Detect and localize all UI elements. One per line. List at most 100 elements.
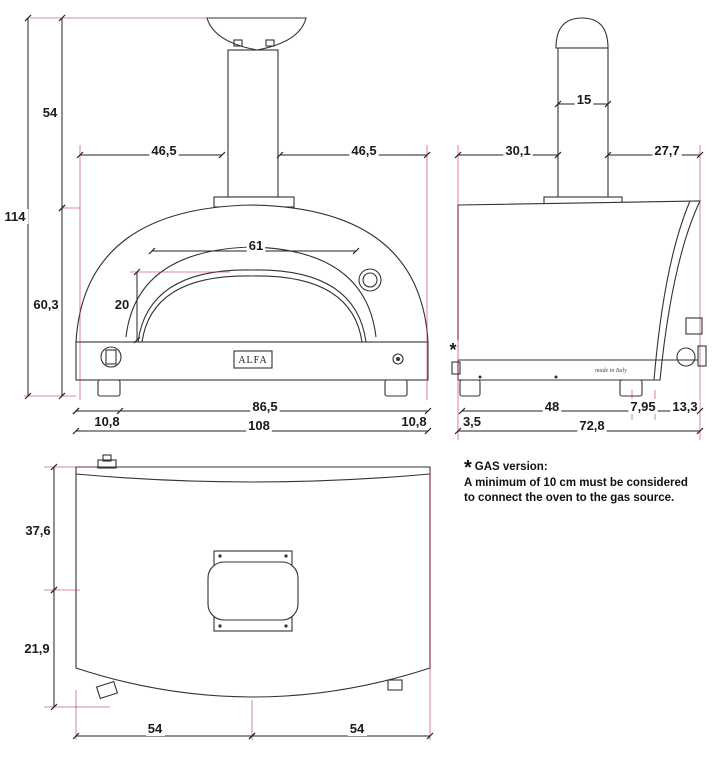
- top-plate-screw-1: [218, 554, 222, 558]
- front-cap-bolt-left: [233, 39, 243, 47]
- dim-label-bg: [22, 641, 52, 656]
- dim-label-bg: [145, 721, 165, 736]
- dim-label-bg: [460, 414, 484, 429]
- dim-tick: [218, 151, 226, 159]
- top-view: 37,6 21,9 54 54: [22, 454, 431, 740]
- side-made-in-label: made in Italy: [595, 368, 627, 374]
- label-inner-width: 86,5: [252, 399, 277, 414]
- dim-tick: [352, 247, 360, 255]
- note-line-1: A minimum of 10 cm must be considered: [464, 477, 688, 489]
- dim-label-bg: [2, 209, 29, 224]
- top-ignition: [387, 679, 403, 691]
- front-chimney-cap: [206, 17, 307, 51]
- front-ignition-dot: [396, 357, 400, 361]
- label-left-to-chimney: 46,5: [151, 143, 176, 158]
- dim-label-bg: [542, 399, 562, 414]
- side-screw-1: [478, 375, 482, 379]
- dim-label-bg: [628, 399, 658, 414]
- gas-version-note: *GAS version: A minimum of 10 cm must be…: [464, 457, 714, 506]
- dim-tick: [423, 151, 431, 159]
- dim-tick: [604, 100, 612, 108]
- label-front-projection: 13,3: [672, 399, 697, 414]
- dim-tick: [24, 392, 32, 400]
- label-right-to-chimney: 46,5: [351, 143, 376, 158]
- front-ignition-button: [392, 353, 404, 365]
- dim-tick: [696, 407, 704, 415]
- dim-tick: [604, 151, 612, 159]
- front-leg-left: [97, 379, 121, 397]
- dim-tick: [50, 586, 58, 594]
- dim-label-bg: [246, 238, 266, 253]
- top-back-curve: [75, 473, 431, 483]
- label-front-to-chimney: 27,7: [654, 143, 679, 158]
- top-knob: [95, 680, 119, 700]
- label-chimney-diameter: 15: [577, 92, 591, 107]
- label-total-depth: 72,8: [579, 418, 604, 433]
- dim-label-bg: [347, 721, 367, 736]
- dim-label-bg: [112, 297, 132, 312]
- front-cap-bolt-right: [265, 39, 275, 47]
- dim-label-bg: [652, 143, 682, 158]
- dim-tick: [116, 407, 124, 415]
- dim-tick: [50, 463, 58, 471]
- front-view: ALFA 114 54 60,3 20 46,5 46,5 61 86,5 10…: [2, 17, 429, 433]
- dim-tick: [454, 151, 462, 159]
- dim-tick: [276, 151, 284, 159]
- label-back-offset: 3,5: [463, 414, 481, 429]
- top-plate-screw-3: [218, 624, 222, 628]
- dim-tick: [696, 427, 704, 435]
- label-half-left: 54: [148, 721, 163, 736]
- side-gas-knob: [676, 347, 696, 367]
- note-asterisk: *: [464, 457, 472, 479]
- label-base-depth: 48: [545, 399, 559, 414]
- dim-label-bg: [23, 523, 53, 538]
- dim-label-bg: [574, 92, 594, 107]
- dim-label-bg: [92, 414, 122, 429]
- front-knob-handle: [105, 349, 117, 365]
- dim-tick: [58, 392, 66, 400]
- side-body: [457, 200, 701, 381]
- dim-label-bg: [503, 143, 533, 158]
- label-height-body: 60,3: [33, 297, 58, 312]
- label-height-chimney: 54: [43, 105, 58, 120]
- dim-tick: [133, 268, 141, 276]
- side-thermometer: [685, 317, 703, 335]
- dim-tick: [133, 336, 141, 344]
- dim-tick: [248, 732, 256, 740]
- label-depth-front: 21,9: [24, 641, 49, 656]
- dim-label-bg: [399, 414, 429, 429]
- dimension-ticks: [24, 14, 704, 740]
- side-gas-connector: [697, 345, 707, 367]
- side-view: * made in Italy 15 30,1 27,7 48 3,5 7,95…: [447, 17, 707, 440]
- side-chimney-pipe: [557, 47, 609, 199]
- dim-label-bg: [31, 297, 61, 312]
- front-mouth-arch-inner: [141, 275, 363, 343]
- dim-tick: [426, 732, 434, 740]
- dim-tick: [148, 247, 156, 255]
- front-chimney-pipe: [227, 49, 279, 198]
- top-plate-screw-4: [284, 624, 288, 628]
- label-front-leg: 7,95: [630, 399, 655, 414]
- label-leg-right: 10,8: [401, 414, 426, 429]
- side-front-curve: [653, 200, 691, 381]
- side-chimney-cap: [555, 17, 609, 49]
- dim-tick: [424, 427, 432, 435]
- top-gas-fitting: [97, 459, 117, 469]
- dim-tick: [454, 427, 462, 435]
- dim-tick: [554, 151, 562, 159]
- label-back-to-chimney: 30,1: [505, 143, 530, 158]
- top-plate-screw-2: [284, 554, 288, 558]
- top-chimney-opening: [207, 561, 299, 621]
- label-height-total: 114: [5, 209, 27, 224]
- front-brand-label: ALFA: [238, 355, 267, 366]
- side-screw-2: [554, 375, 558, 379]
- dim-tick: [424, 407, 432, 415]
- dim-tick: [72, 407, 80, 415]
- dim-tick: [50, 703, 58, 711]
- side-leg-front: [619, 379, 643, 397]
- label-mouth-width: 61: [249, 238, 263, 253]
- front-leg-right: [384, 379, 408, 397]
- front-base: [75, 341, 429, 381]
